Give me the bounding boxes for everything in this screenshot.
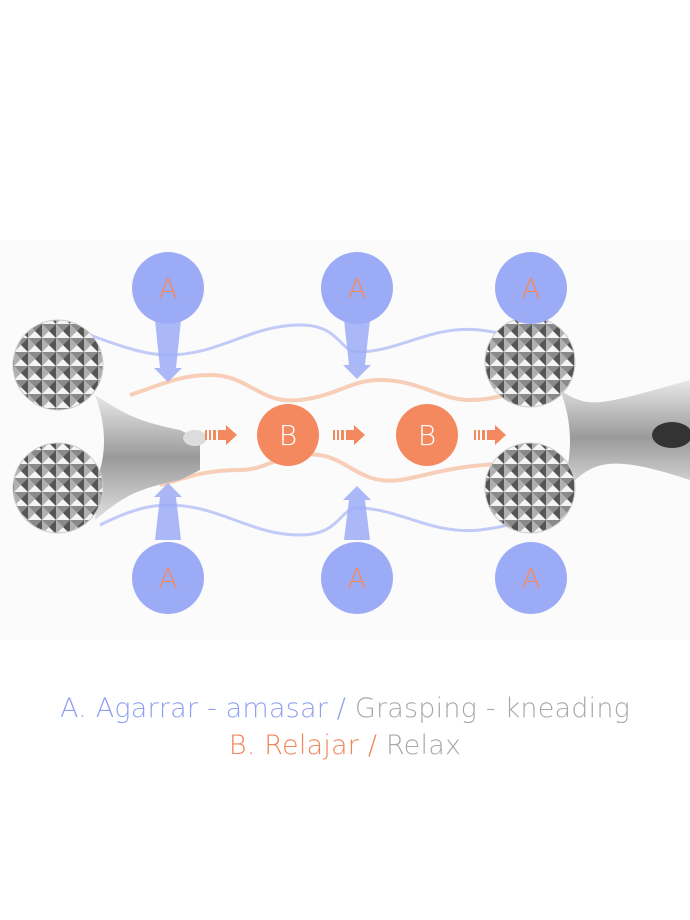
b-label: B bbox=[279, 419, 297, 452]
a-label: A bbox=[347, 562, 366, 595]
legend-b-english: Relax bbox=[385, 730, 462, 761]
a-circle-bottom-1: A bbox=[132, 542, 204, 614]
orange-wave-lines bbox=[129, 372, 541, 487]
b-arrows bbox=[205, 425, 506, 445]
face-roller-right bbox=[484, 316, 690, 534]
a-label: A bbox=[158, 272, 177, 305]
b-circle-2: B bbox=[396, 404, 458, 466]
a-label: A bbox=[521, 562, 540, 595]
legend-a-spanish: A. Agarrar - amasar / bbox=[59, 693, 347, 724]
a-circle-top-1: A bbox=[132, 252, 204, 324]
legend-a-english: Grasping - kneading bbox=[354, 693, 631, 724]
a-label: A bbox=[521, 272, 540, 305]
a-circle-top-3: A bbox=[495, 252, 567, 324]
legend-b: B. Relajar / Relax bbox=[0, 730, 690, 761]
a-circle-bottom-2: A bbox=[321, 542, 393, 614]
legend-b-spanish: B. Relajar / bbox=[228, 730, 378, 761]
a-circle-bottom-3: A bbox=[495, 542, 567, 614]
massage-diagram: A A A A A A B B bbox=[0, 240, 690, 640]
a-label: A bbox=[158, 562, 177, 595]
legend-a: A. Agarrar - amasar / Grasping - kneadin… bbox=[0, 693, 690, 724]
a-circle-top-2: A bbox=[321, 252, 393, 324]
face-roller-left bbox=[12, 319, 207, 534]
b-label: B bbox=[418, 419, 436, 452]
a-label: A bbox=[347, 272, 366, 305]
b-circle-1: B bbox=[257, 404, 319, 466]
a-arrows bbox=[154, 320, 371, 540]
